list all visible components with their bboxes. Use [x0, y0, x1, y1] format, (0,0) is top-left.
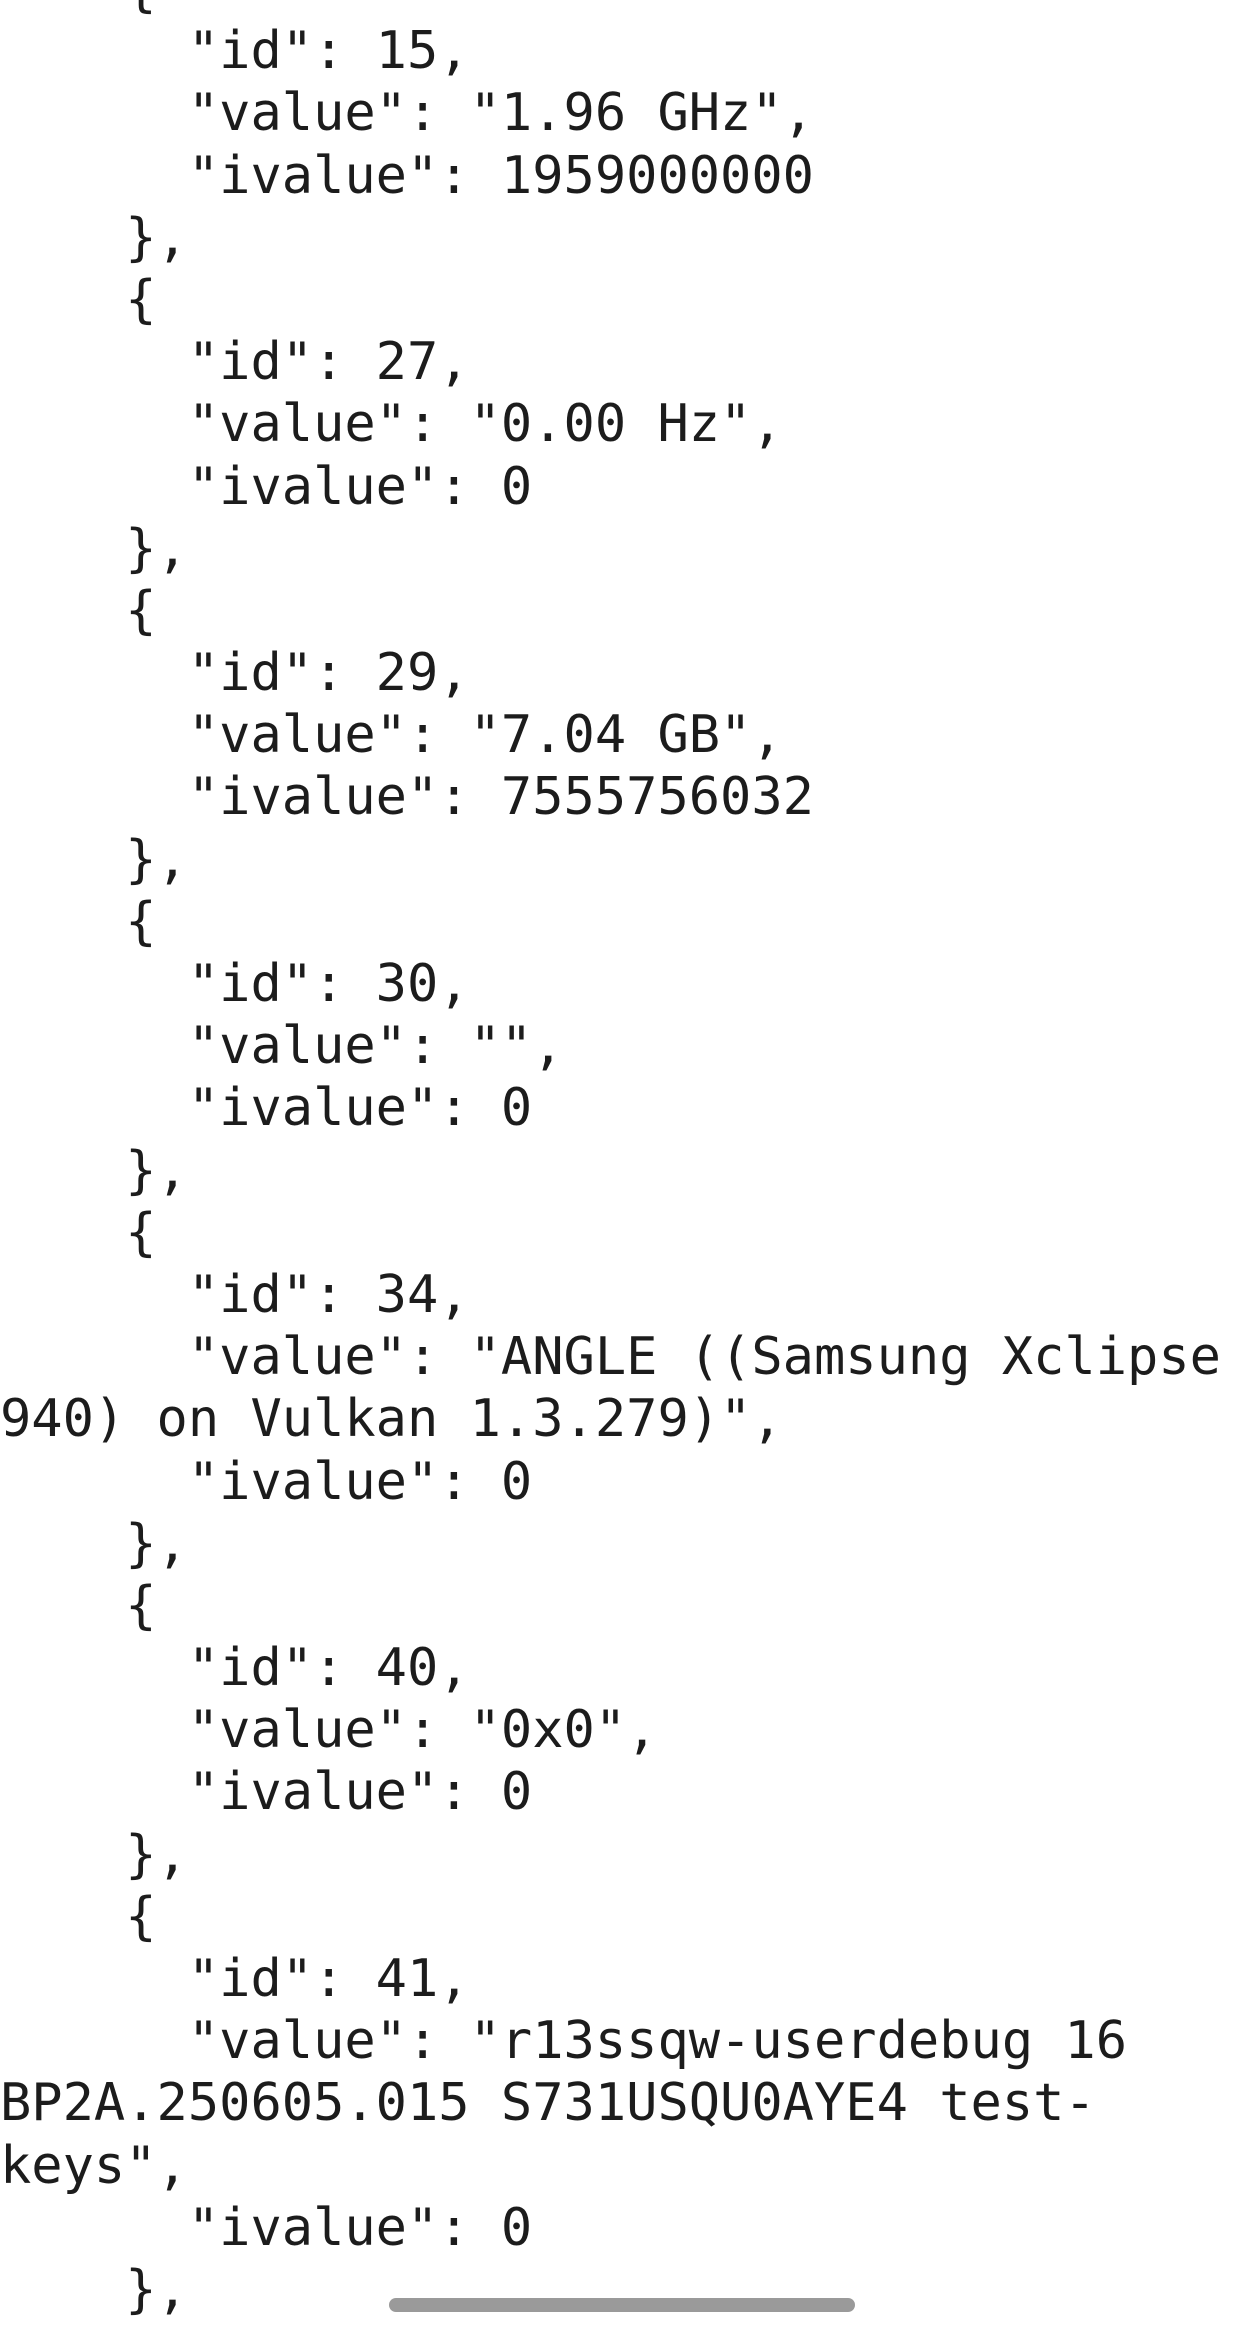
json-line: "ivalue": 0	[0, 1451, 533, 1512]
json-line: "value": "0x0",	[0, 1700, 658, 1761]
json-line: "value": "r13ssqw-userdebug 16	[0, 2011, 1128, 2072]
json-line: "ivalue": 0	[0, 2197, 533, 2258]
json-line: "id": 27,	[0, 332, 470, 393]
json-line: "value": "1.96 GHz",	[0, 83, 814, 144]
json-line: "value": "0.00 Hz",	[0, 394, 783, 455]
json-line: {	[0, 0, 1240, 20]
json-line: },	[0, 1513, 188, 1574]
json-line: "id": 30,	[0, 954, 470, 1014]
json-line: "value": "7.04 GB",	[0, 705, 783, 766]
json-line: "id": 41,	[0, 1949, 470, 2009]
json-line: },	[0, 1140, 188, 1201]
json-line: "id": 40,	[0, 1638, 470, 1699]
json-line: BP2A.250605.015 S731USQU0AYE4 test-	[0, 2073, 1096, 2134]
json-line: },	[0, 829, 188, 890]
json-line: "id": 34,	[0, 1264, 470, 1325]
json-line: {	[0, 1886, 157, 1947]
json-line: {	[0, 891, 157, 952]
json-line: "value": "ANGLE ((Samsung Xclipse	[0, 1327, 1221, 1388]
json-line: },	[0, 2259, 188, 2320]
json-line: {	[0, 1202, 157, 1263]
json-line: },	[0, 518, 188, 579]
json-line: "id": 29,	[0, 643, 470, 704]
json-line: {	[0, 1575, 157, 1636]
json-line: "ivalue": 0	[0, 1078, 533, 1139]
json-line: },	[0, 1824, 188, 1885]
json-line: },	[0, 207, 188, 268]
json-line: {	[0, 269, 157, 330]
home-indicator-bar[interactable]	[389, 2298, 855, 2312]
json-line: {	[0, 580, 157, 641]
json-line: "value": "",	[0, 1016, 564, 1077]
json-line: keys",	[0, 2135, 188, 2196]
json-line: "ivalue": 1959000000	[0, 145, 814, 206]
json-line: "ivalue": 7555756032	[0, 767, 814, 828]
json-line: "ivalue": 0	[0, 1762, 533, 1823]
json-line: "id": 15,	[0, 21, 470, 82]
json-line: "ivalue": 0	[0, 456, 533, 517]
json-line: 940) on Vulkan 1.3.279)",	[0, 1389, 783, 1450]
